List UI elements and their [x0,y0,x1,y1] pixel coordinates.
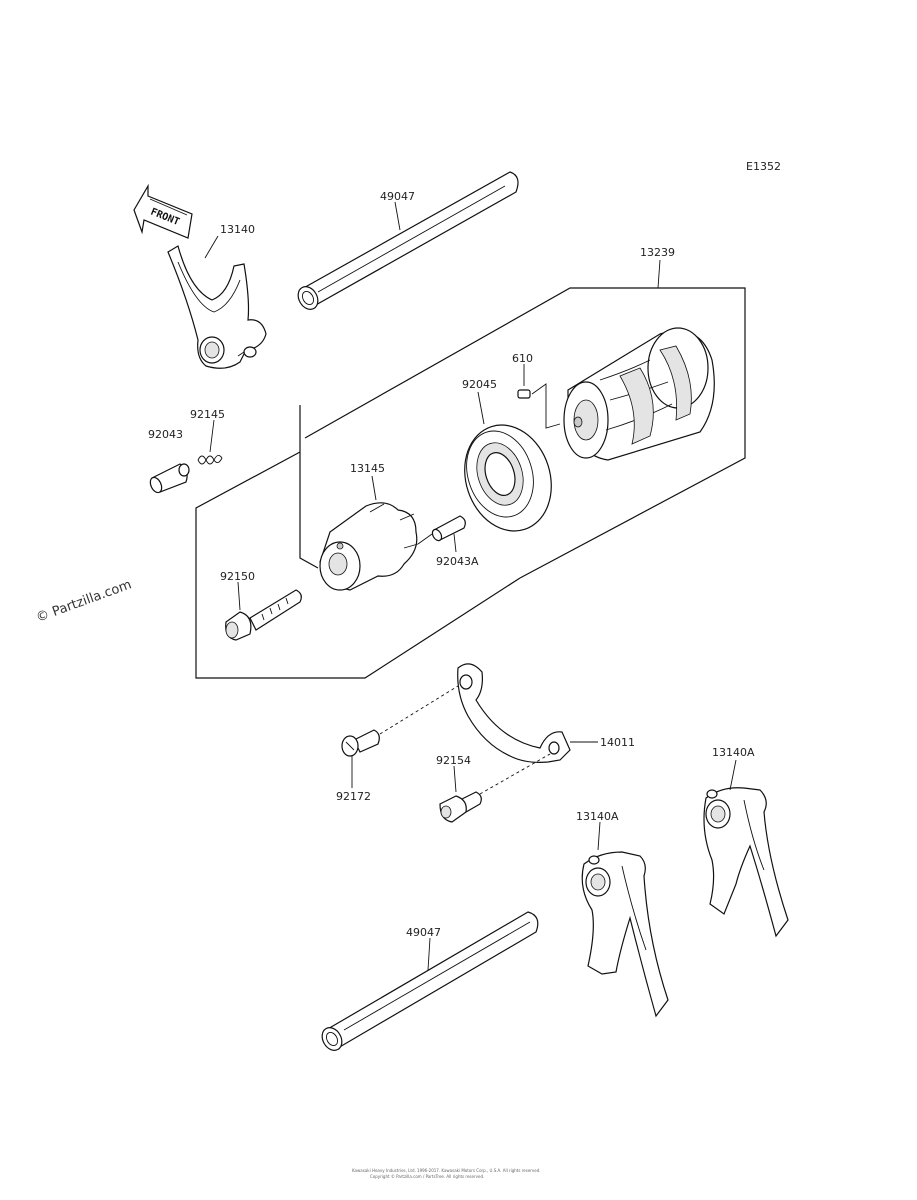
shift-fork-middle[interactable] [581,851,669,1018]
label-14011: 14011 [600,736,635,749]
copyright-line-1: Kawasaki Heavy Industries, Ltd. 1996-201… [352,1168,541,1173]
shift-rod-upper[interactable] [294,171,519,313]
shift-rod-lower[interactable] [318,911,539,1054]
bearing-92045[interactable] [451,414,564,543]
label-92043a: 92043A [436,555,479,568]
front-arrow-icon: FRONT [133,183,193,239]
diagram-id: E1352 [746,160,781,173]
label-49047-upper: 49047 [380,190,415,203]
label-13140: 13140 [220,223,255,236]
label-92154: 92154 [436,754,471,767]
watermark: © Partzilla.com [34,577,133,625]
label-13140a-right: 13140A [712,746,755,759]
pin-610[interactable] [517,389,531,399]
label-92043: 92043 [148,428,183,441]
label-92145: 92145 [190,408,225,421]
drum-assembly-bracket [195,259,746,679]
label-13239: 13239 [640,246,675,259]
pin-92043a[interactable] [431,515,466,542]
label-610: 610 [512,352,533,365]
screw-92172[interactable] [341,729,380,757]
shift-drum[interactable] [563,327,715,461]
label-49047-lower: 49047 [406,926,441,939]
label-13140a-middle: 13140A [576,810,619,823]
bolt-92154[interactable] [439,791,482,823]
shift-fork-upper[interactable] [167,245,267,369]
shift-fork-right[interactable] [703,787,789,938]
holder-plate-14011[interactable] [457,663,571,763]
label-92150: 92150 [220,570,255,583]
label-13145: 13145 [350,462,385,475]
label-92172: 92172 [336,790,371,803]
drum-cam-13145[interactable] [319,502,419,591]
spring-92145[interactable] [197,455,223,465]
label-92045: 92045 [462,378,497,391]
pin-92043[interactable] [148,463,190,494]
bolt-92150[interactable] [225,589,302,641]
copyright-line-2: Copyright © Partzilla.com / PartsTree. A… [370,1174,484,1179]
